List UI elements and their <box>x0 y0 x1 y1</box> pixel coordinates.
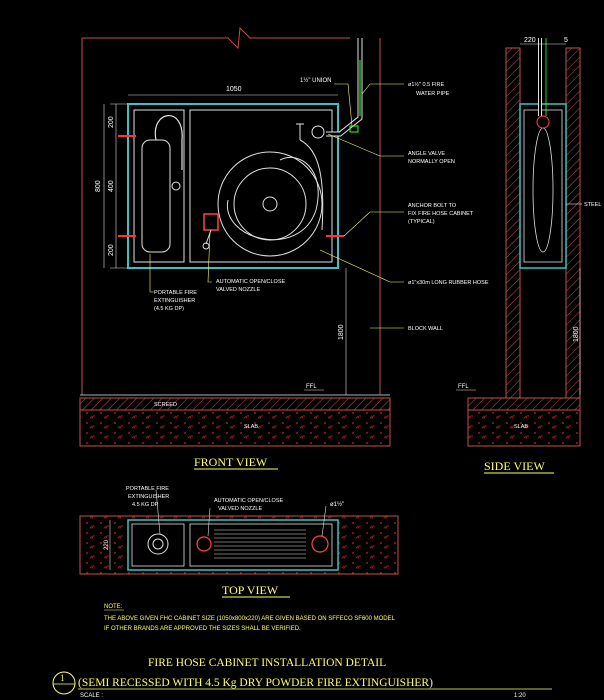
dim-200-bot: 200 <box>108 244 115 256</box>
hose-reel-mid <box>233 167 307 241</box>
anchor-bolts <box>118 135 344 237</box>
note-line-2: IF OTHER BRANDS ARE APPROVED THE SIZES S… <box>104 626 301 632</box>
label-screed: SCREED <box>154 402 177 408</box>
slab <box>79 409 391 447</box>
note-block: NOTE: THE ABOVE GIVEN FHC CABINET SIZE (… <box>104 604 396 632</box>
top-nozzle-icon <box>196 536 212 552</box>
label-anchor-3: (TYPICAL) <box>408 219 435 225</box>
side-valve-icon <box>536 115 550 129</box>
top-label-ext-2: EXTINGUISHER <box>128 494 169 500</box>
label-fire-pipe-2: WATER PIPE <box>416 91 450 97</box>
side-label-steel: STEEL <box>584 202 601 208</box>
side-reel-icon <box>532 127 554 253</box>
dim-1050: 1050 <box>226 86 242 93</box>
dim-400: 400 <box>108 180 115 192</box>
top-label-ext-3: 4.5 KG DP <box>132 502 159 508</box>
top-view: 220 PORTABLE FIRE EXTINGUISHER 4.5 KG DP… <box>79 486 399 598</box>
wall-break-line <box>82 26 350 50</box>
label-anchor-2: FIX FIRE HOSE CABINET <box>408 211 474 217</box>
label-hose: ø1"x30m LONG RUBBER HOSE <box>408 280 489 286</box>
hose-coil <box>227 157 319 241</box>
cabinet-outer <box>127 103 339 269</box>
top-extinguisher-icon <box>147 533 169 555</box>
note-line-1: THE ABOVE GIVEN FHC CABINET SIZE (1050x8… <box>104 616 396 622</box>
top-reel-lines <box>214 529 306 559</box>
label-union: 1½" UNION <box>300 77 331 84</box>
detail-number-circle <box>52 671 76 695</box>
label-anchor-1: ANCHOR BOLT TO <box>408 203 457 209</box>
nozzle-body <box>203 213 219 231</box>
label-ffl: FFL <box>306 384 317 390</box>
top-label-auto-2: VALVED NOZZLE <box>218 506 262 512</box>
dim-200-top: 200 <box>108 116 115 128</box>
top-pipe-icon <box>311 535 329 553</box>
side-cabinet <box>519 103 567 269</box>
extinguisher-hose <box>154 115 183 170</box>
title-line-1: FIRE HOSE CABINET INSTALLATION DETAIL <box>148 657 386 669</box>
top-view-title: TOP VIEW <box>222 583 279 597</box>
side-dim-5: 5 <box>564 37 568 44</box>
pipe-union-icon <box>349 125 359 133</box>
title-line-2: (SEMI RECESSED WITH 4.5 Kg DRY POWDER FI… <box>78 677 433 689</box>
hose-reel-outer <box>217 151 323 257</box>
screed <box>79 397 391 411</box>
label-auto-1: AUTOMATIC OPEN/CLOSE <box>216 279 286 285</box>
hose-line <box>299 139 324 231</box>
fire-water-pipe <box>326 38 363 137</box>
cabinet-right-compartment <box>189 109 333 263</box>
dim-1800: 1800 <box>338 324 345 340</box>
side-screed <box>467 397 581 411</box>
label-auto-2: VALVED NOZZLE <box>216 287 260 293</box>
detail-number: 1 <box>60 673 65 683</box>
nozzle-tip-icon <box>202 242 210 250</box>
cabinet-left-compartment <box>133 109 185 263</box>
front-view: 1050 800 200 400 200 1800 1½" UNION ø1½"… <box>79 26 489 470</box>
side-view: 220 5 1800 STEEL FFL SLAB SIDE VIEW <box>456 37 601 474</box>
label-fire-pipe-1: ø1½" 0.5 FIRE <box>408 81 445 88</box>
angle-valve-icon <box>311 125 325 139</box>
side-label-slab: SLAB <box>514 424 528 430</box>
label-ext-1: PORTABLE FIRE <box>154 290 197 296</box>
scale-value: 1:20 <box>514 693 526 699</box>
scale-label: SCALE : <box>80 693 103 699</box>
side-wall <box>505 47 521 399</box>
front-view-title: FRONT VIEW <box>194 455 268 469</box>
extinguisher-body <box>141 139 171 253</box>
title-block: FIRE HOSE CABINET INSTALLATION DETAIL 1 … <box>52 657 552 699</box>
top-label-auto-1: AUTOMATIC OPEN/CLOSE <box>214 498 284 504</box>
side-view-title: SIDE VIEW <box>484 459 545 473</box>
side-wall-right <box>565 47 581 399</box>
top-label-ext-1: PORTABLE FIRE <box>126 486 169 492</box>
gauge-icon <box>171 181 181 191</box>
hose-reel-hub <box>262 196 278 212</box>
dim-800: 800 <box>95 180 102 192</box>
label-angle-valve-1: ANGLE VALVE <box>408 151 445 157</box>
label-slab: SLAB <box>244 424 258 430</box>
label-angle-valve-2: NORMALLY OPEN <box>408 159 455 165</box>
top-label-pipe: ø1½" <box>330 501 344 508</box>
label-ext-3: (4.5 KG DP) <box>154 306 184 312</box>
side-label-ffl: FFL <box>458 384 469 390</box>
side-dim-1800: 1800 <box>573 326 580 342</box>
note-heading: NOTE: <box>104 604 123 610</box>
label-ext-2: EXTINGUISHER <box>154 298 195 304</box>
label-block-wall: BLOCK WALL <box>408 326 443 332</box>
side-slab <box>467 409 581 447</box>
side-dim-220: 220 <box>524 37 536 44</box>
top-dim-220: 220 <box>104 539 110 550</box>
